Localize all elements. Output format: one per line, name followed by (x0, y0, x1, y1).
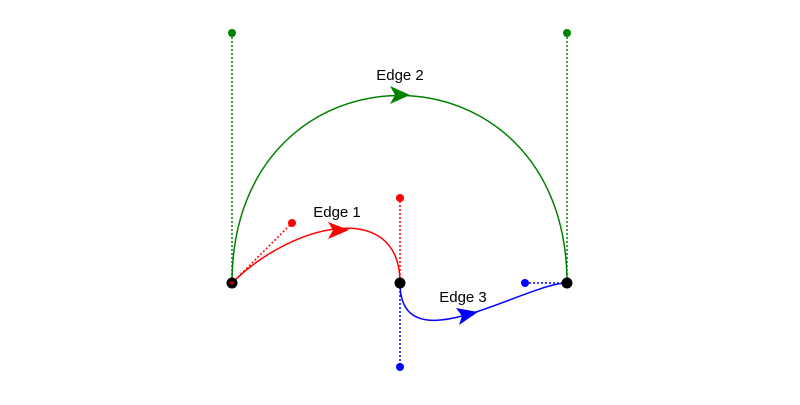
edge-2-control-point-1[interactable] (228, 29, 236, 37)
edge-1-control-point-1[interactable] (288, 219, 296, 227)
edge-1-arrowhead (328, 222, 349, 239)
edge-3-control-point-2[interactable] (521, 279, 529, 287)
edge-1-label: Edge 1 (313, 204, 361, 221)
edge-labels: Edge 1 Edge 2 Edge 3 (313, 67, 487, 306)
edge-3-label: Edge 3 (439, 289, 487, 306)
node-left-center-mark (230, 281, 234, 285)
edge-2-control-point-2[interactable] (563, 29, 571, 37)
edge-2-label: Edge 2 (376, 67, 424, 84)
control-points (228, 29, 571, 371)
node-middle[interactable] (394, 277, 406, 289)
edge-1-curve[interactable] (231, 227, 401, 284)
edge-3-control-point-1[interactable] (396, 363, 404, 371)
control-handles (231, 33, 568, 367)
edge-3-arrowhead (456, 308, 478, 325)
nodes (226, 277, 573, 289)
edge-2-arrowhead (390, 86, 410, 104)
edge-1-control-point-2[interactable] (396, 194, 404, 202)
node-right[interactable] (561, 277, 573, 289)
arrowheads (328, 86, 478, 325)
